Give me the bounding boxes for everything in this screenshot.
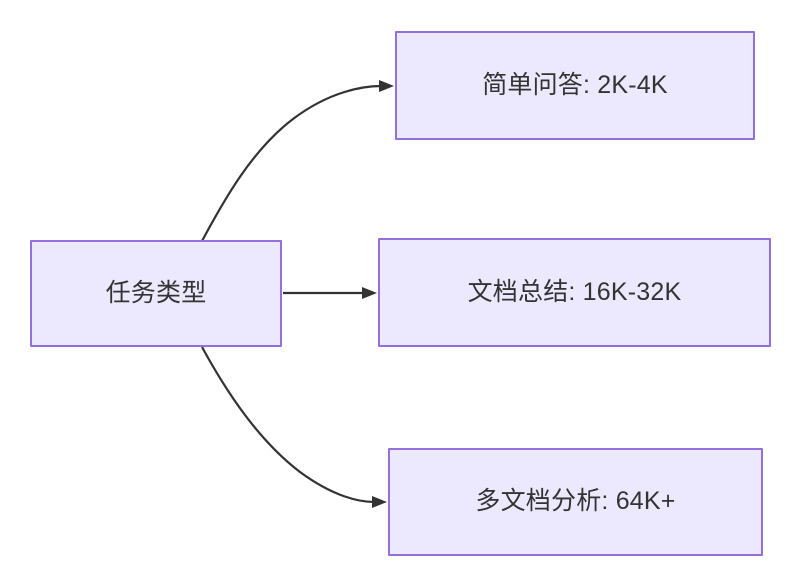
arrowhead-doc-summary [362, 287, 377, 299]
arrowhead-simple-qa [379, 80, 394, 92]
node-multi-doc-analysis[interactable]: 多文档分析: 64K+ [388, 448, 763, 556]
edge-path-simple-qa [201, 84, 382, 242]
node-task-type-label: 任务类型 [105, 278, 207, 307]
node-doc-summary-label: 文档总结: 16K-32K [467, 277, 682, 306]
node-multi-doc-analysis-label: 多文档分析: 64K+ [475, 487, 676, 516]
node-simple-qa[interactable]: 简单问答: 2K-4K [395, 31, 755, 140]
node-doc-summary[interactable]: 文档总结: 16K-32K [378, 238, 771, 347]
edge-task-type-to-doc-summary [283, 287, 377, 299]
node-simple-qa-label: 简单问答: 2K-4K [482, 70, 668, 99]
edge-task-type-to-simple-qa [201, 80, 394, 242]
edge-path-multi-doc-analysis [201, 346, 375, 504]
edge-task-type-to-multi-doc-analysis [201, 346, 387, 508]
arrowhead-multi-doc-analysis [372, 496, 387, 508]
node-task-type[interactable]: 任务类型 [30, 240, 282, 347]
